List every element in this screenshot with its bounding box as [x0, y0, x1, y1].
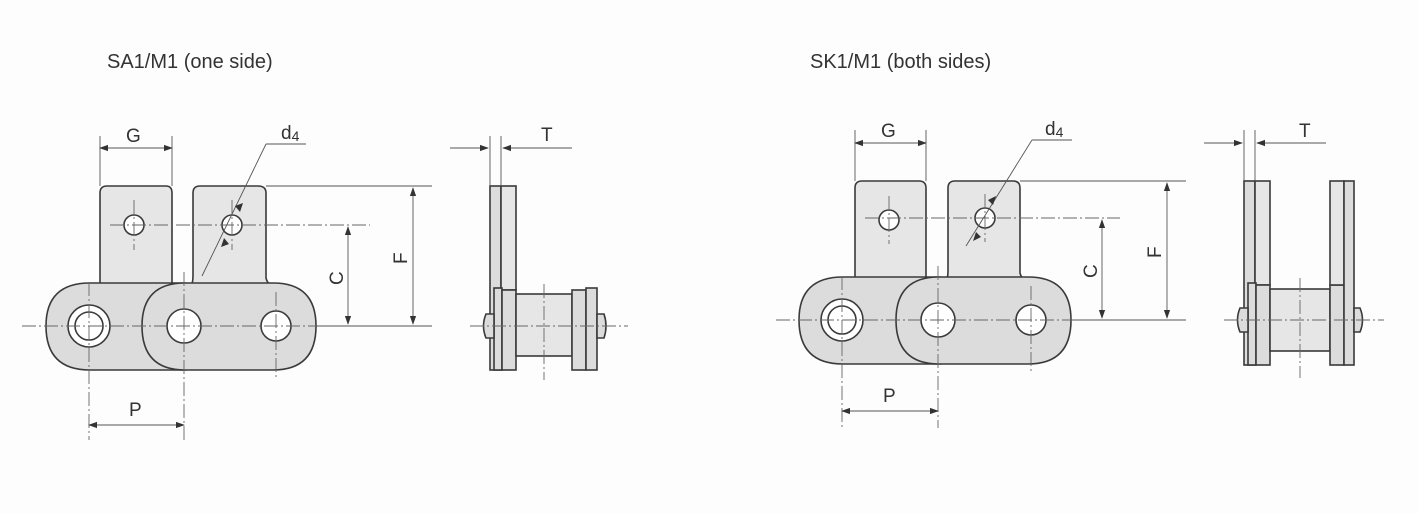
dim-label-p: P [883, 386, 896, 407]
link-plate-side [501, 289, 517, 371]
view-caption: SA1/M1 (one side) [107, 51, 273, 73]
view-sa1-m1: SA1/M1 (one side) [22, 51, 628, 440]
dim-label-d4: d4 [1045, 119, 1064, 140]
inner-link-plate [141, 282, 317, 371]
dim-label-d4: d4 [281, 123, 300, 144]
dim-label-t: T [541, 125, 553, 146]
attachment-plate-side [1343, 180, 1355, 366]
attachment-plate-left [854, 180, 935, 284]
inner-link-plate [895, 276, 1072, 365]
side-view: T [1204, 121, 1384, 378]
link-plate-side [1329, 284, 1345, 366]
link-plate-side [585, 287, 598, 371]
dim-label-f: F [391, 252, 412, 264]
dim-label-g: G [881, 121, 896, 142]
dim-label-c: C [327, 271, 348, 285]
attachment-plate-right [943, 180, 1031, 284]
dim-label-c: C [1081, 264, 1102, 278]
link-plate-side [571, 289, 587, 371]
attachment-plate-right [188, 185, 277, 289]
side-view: T [450, 125, 628, 380]
attachment-tab-side [500, 185, 517, 291]
front-view: G d4 C F P [776, 119, 1186, 428]
link-plate-side [493, 287, 503, 371]
view-sk1-m1: SK1/M1 (both sides) G [776, 51, 1384, 428]
link-plate-side [1255, 284, 1271, 366]
pin-end [596, 313, 607, 339]
attachment-tab-side [1329, 180, 1345, 286]
view-caption: SK1/M1 (both sides) [810, 51, 991, 73]
link-plate-side [1247, 282, 1257, 366]
dim-label-f: F [1145, 246, 1166, 258]
attachment-plate-left [99, 185, 181, 289]
dim-label-g: G [126, 126, 141, 147]
dim-label-t: T [1299, 121, 1311, 142]
front-view: G d4 C F P [22, 123, 432, 440]
attachment-tab-side [1254, 180, 1271, 286]
dim-label-p: P [129, 400, 142, 421]
